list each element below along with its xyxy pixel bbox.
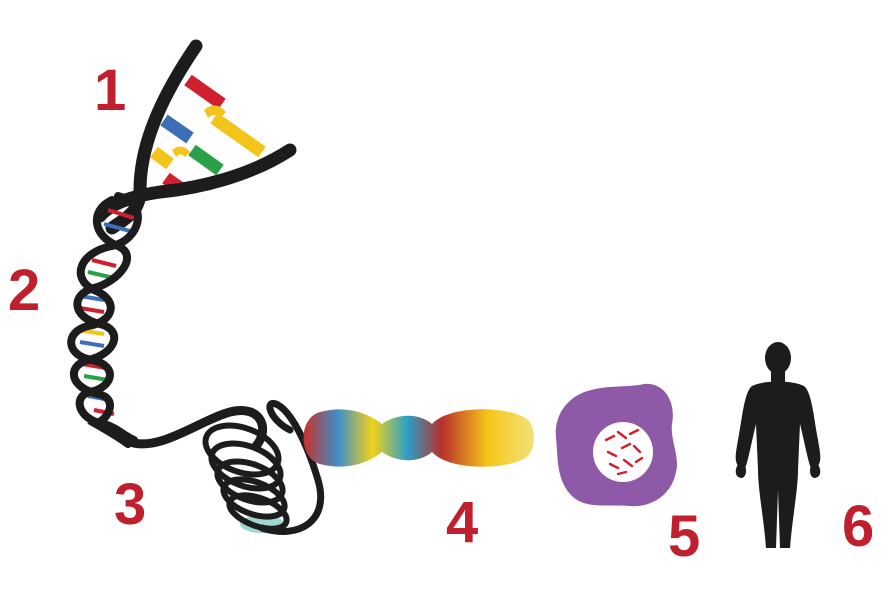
step-number-1: 1 [94,58,127,123]
step-number-4: 4 [446,490,479,555]
cell-nucleus-icon [555,383,677,507]
human-silhouette-icon [735,342,821,548]
chromosome-icon [303,409,534,467]
twisted-helix-icon [67,192,142,448]
step-number-6: 6 [842,494,875,559]
coiled-chromatin-icon [125,400,325,535]
step-number-2: 2 [8,258,41,323]
step-number-5: 5 [668,504,701,569]
step-number-3: 3 [114,472,147,537]
